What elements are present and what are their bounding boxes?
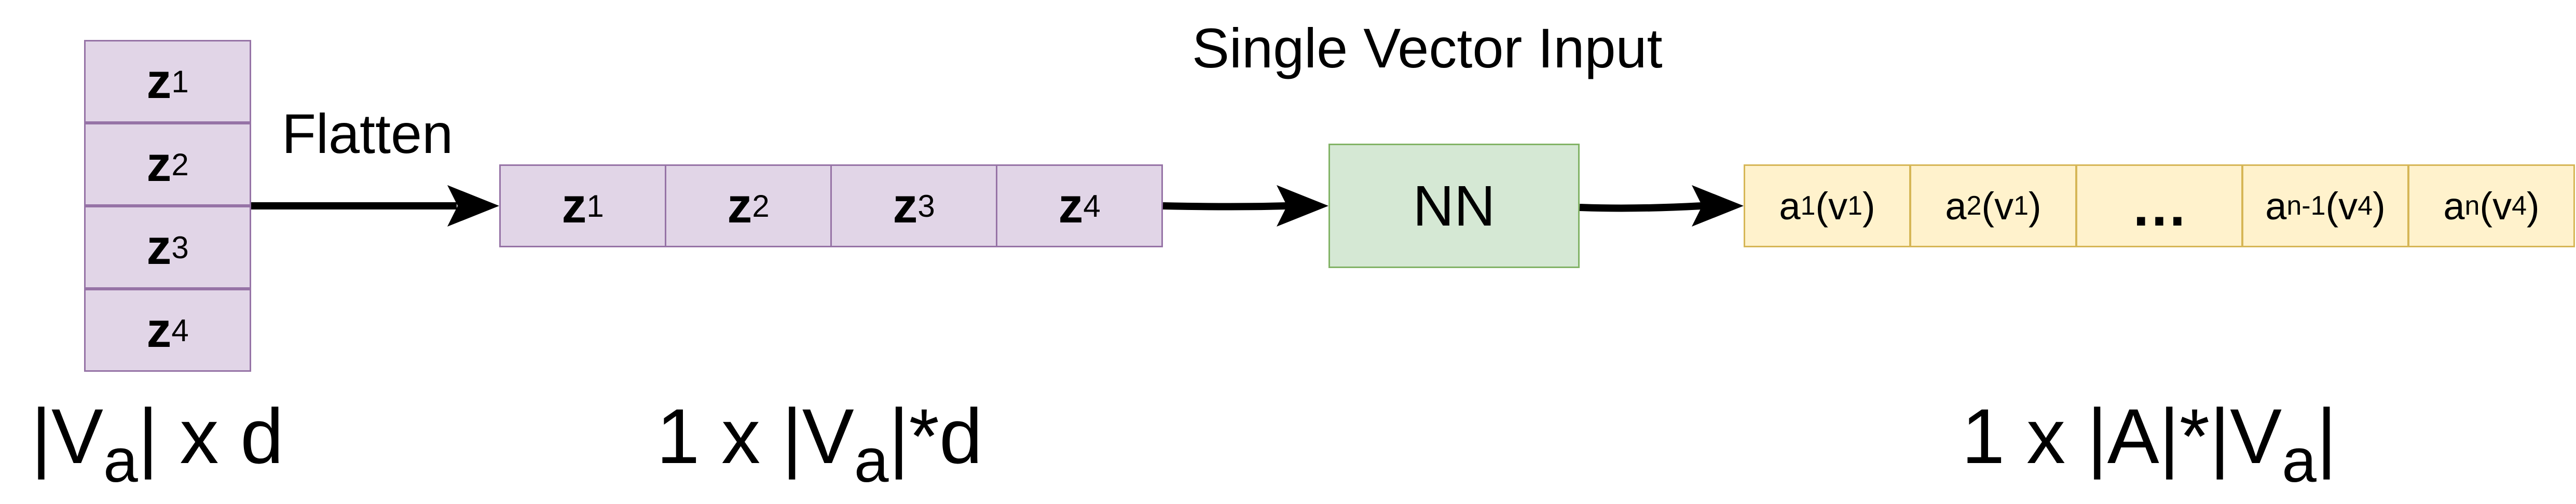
output-arg: (v bbox=[1815, 184, 1848, 228]
dim-post: | x d bbox=[138, 393, 284, 480]
dim-pre: 1 x |V bbox=[656, 393, 854, 480]
cell-symbol: z bbox=[146, 302, 172, 358]
output-arg-close: ) bbox=[2029, 184, 2041, 228]
output-subscript: n-1 bbox=[2286, 191, 2326, 221]
dim-sub: a bbox=[2282, 426, 2317, 495]
output-arg-subscript: 1 bbox=[2013, 191, 2029, 221]
cell-subscript: 1 bbox=[171, 64, 189, 99]
output-vector-dim-label: 1 x |A|*|Va| bbox=[1962, 391, 2337, 496]
dim-post: | bbox=[2316, 393, 2337, 480]
ellipsis: … bbox=[2131, 174, 2188, 238]
output-arg-close: ) bbox=[1862, 184, 1875, 228]
cell-symbol: z bbox=[893, 178, 918, 233]
to-output-arrow bbox=[1579, 185, 1744, 227]
output-arg-close: ) bbox=[2527, 184, 2540, 228]
output-arg: (v bbox=[2479, 184, 2512, 228]
output-arg-subscript: 1 bbox=[1847, 191, 1862, 221]
cell-subscript: 3 bbox=[917, 188, 935, 223]
dim-pre: |V bbox=[31, 393, 104, 480]
row-vector-dim-label: 1 x |Va|*d bbox=[656, 391, 982, 496]
dim-sub: a bbox=[854, 426, 889, 495]
cell-subscript: 3 bbox=[171, 230, 189, 265]
cell-symbol: z bbox=[146, 219, 172, 275]
flatten-arrow bbox=[251, 185, 499, 227]
output-symbol: a bbox=[2443, 184, 2465, 228]
column-stack-dim-label: |Va| x d bbox=[31, 391, 284, 496]
cell-symbol: z bbox=[727, 178, 752, 233]
output-arg-close: ) bbox=[2373, 184, 2386, 228]
cell-symbol: z bbox=[1058, 178, 1084, 233]
flatten-label: Flatten bbox=[282, 102, 454, 165]
cell-subscript: 2 bbox=[752, 188, 770, 223]
output-subscript: n bbox=[2464, 191, 2480, 221]
nn-box: NN bbox=[1328, 144, 1580, 268]
cell-subscript: 4 bbox=[1083, 188, 1101, 223]
nn-label: NN bbox=[1413, 174, 1496, 238]
output-symbol: a bbox=[1779, 184, 1801, 228]
cell-subscript: 2 bbox=[171, 147, 189, 182]
cell-symbol: z bbox=[146, 53, 172, 109]
output-cell-ellipsis: … bbox=[2076, 164, 2243, 247]
output-arg-subscript: 4 bbox=[2358, 191, 2373, 221]
dim-sub: a bbox=[103, 426, 138, 495]
cell-symbol: z bbox=[561, 178, 587, 233]
output-arg-subscript: 4 bbox=[2512, 191, 2527, 221]
dim-pre: 1 x |A|*|V bbox=[1962, 393, 2282, 480]
output-subscript: 1 bbox=[1800, 191, 1816, 221]
output-symbol: a bbox=[1945, 184, 1967, 228]
cell-subscript: 1 bbox=[586, 188, 604, 223]
output-symbol: a bbox=[2265, 184, 2287, 228]
diagram-title: Single Vector Input bbox=[1192, 17, 1663, 79]
to-nn-arrow bbox=[1162, 185, 1328, 227]
output-arg: (v bbox=[1981, 184, 2014, 228]
cell-symbol: z bbox=[146, 136, 172, 192]
cell-subscript: 4 bbox=[171, 313, 189, 348]
dim-post: |*d bbox=[888, 393, 983, 480]
output-subscript: 2 bbox=[1966, 191, 1982, 221]
output-arg: (v bbox=[2325, 184, 2358, 228]
